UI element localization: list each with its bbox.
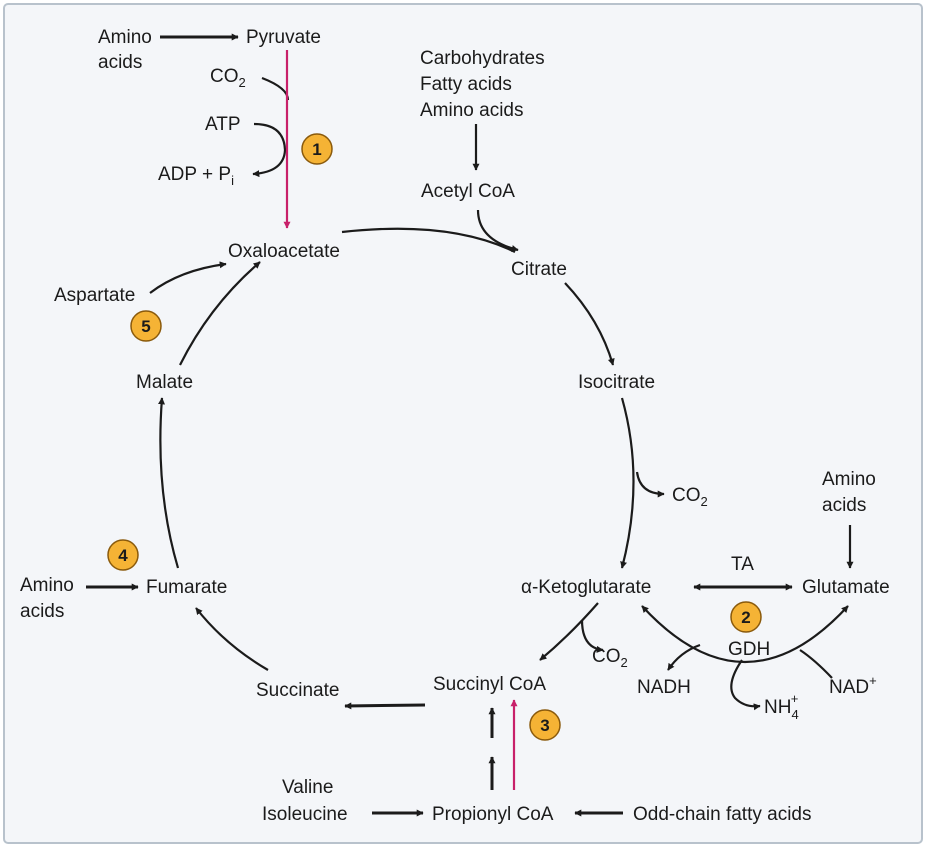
label-adp-pi: ADP + Pi <box>158 164 234 188</box>
label-succinate: Succinate <box>256 680 339 701</box>
label-succinyl-coa: Succinyl CoA <box>433 674 546 695</box>
label-amino-acids-glutamate-2: acids <box>822 495 866 516</box>
arrow-isocitrate-to-akg <box>620 397 635 569</box>
svg-text:2: 2 <box>741 608 750 627</box>
arrow-atp-to-adp <box>252 122 287 178</box>
label-ta: TA <box>731 554 754 575</box>
arrow-to-nadh <box>667 643 701 671</box>
arrow-succinate-to-fumarate <box>195 607 269 671</box>
arrow-co2-release-iso <box>635 471 665 498</box>
label-amino-acids-pyruvate-2: acids <box>98 52 142 73</box>
arrow-akg-to-succinylcoa <box>539 602 599 661</box>
badge-3: 3 <box>529 709 561 741</box>
label-oxaloacetate: Oxaloacetate <box>228 241 340 262</box>
arrow-to-nh4 <box>730 659 761 711</box>
svg-text:3: 3 <box>540 716 549 735</box>
label-amino-acids-pyruvate-1: Amino <box>98 27 152 48</box>
arrow-malate-to-oxaloacetate <box>179 261 261 366</box>
label-co2-isocitrate: CO2 <box>672 485 708 509</box>
label-alpha-ketoglutarate: α-Ketoglutarate <box>521 577 651 598</box>
label-carbohydrates: Carbohydrates <box>420 48 545 69</box>
label-nad-plus: NAD+ <box>829 673 877 698</box>
arrow-gdh-arc <box>641 605 849 663</box>
arrow-from-nad <box>799 649 833 679</box>
label-gdh: GDH <box>728 639 770 660</box>
label-co2-akg: CO2 <box>592 646 628 670</box>
label-isoleucine: Isoleucine <box>262 804 348 825</box>
label-amino-acids-fumarate-2: acids <box>20 601 64 622</box>
label-nh4: NH4+ <box>764 691 799 722</box>
badge-5: 5 <box>130 310 162 342</box>
badge-1: 1 <box>301 133 333 165</box>
arrow-succinylcoa-to-succinate <box>344 702 426 710</box>
arrow-co2-release-akg <box>580 619 604 653</box>
arrows <box>86 33 854 817</box>
label-fatty-acids: Fatty acids <box>420 74 512 95</box>
label-citrate: Citrate <box>511 259 567 280</box>
badge-2: 2 <box>730 601 762 633</box>
arrow-citrate-to-isocitrate <box>564 282 615 366</box>
label-co2-top: CO2 <box>210 66 246 90</box>
label-pyruvate: Pyruvate <box>246 27 321 48</box>
label-nadh: NADH <box>637 677 691 698</box>
diagram-background <box>3 3 923 844</box>
label-aspartate: Aspartate <box>54 285 135 306</box>
arrow-acetylcoa-join <box>476 209 519 252</box>
label-atp: ATP <box>205 114 241 135</box>
arrow-fumarate-to-malate <box>158 397 180 569</box>
label-malate: Malate <box>136 372 193 393</box>
label-acetyl-coa: Acetyl CoA <box>421 181 515 202</box>
label-fumarate: Fumarate <box>146 577 227 598</box>
arrow-oxaloacetate-to-citrate <box>341 227 516 253</box>
label-propionyl-coa: Propionyl CoA <box>432 804 554 825</box>
badge-4: 4 <box>107 539 139 571</box>
svg-text:1: 1 <box>312 140 321 159</box>
label-amino-acids-fuel: Amino acids <box>420 100 524 121</box>
label-isocitrate: Isocitrate <box>578 372 655 393</box>
label-valine: Valine <box>282 777 333 798</box>
arrow-aspartate-to-oxaloacetate <box>149 261 227 294</box>
label-amino-acids-fumarate-1: Amino <box>20 575 74 596</box>
label-amino-acids-glutamate-1: Amino <box>822 469 876 490</box>
label-glutamate: Glutamate <box>802 577 890 598</box>
label-odd-chain-fatty-acids: Odd-chain fatty acids <box>633 804 811 825</box>
svg-text:5: 5 <box>141 317 150 336</box>
svg-text:4: 4 <box>118 546 128 565</box>
